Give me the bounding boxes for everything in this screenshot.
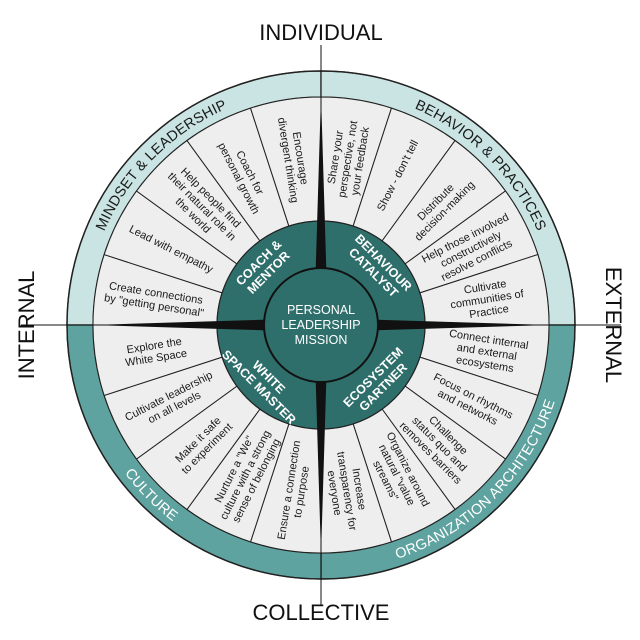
segment: Distributedecision-making xyxy=(381,139,507,265)
segment: Help people findtheir natural role inthe… xyxy=(135,139,261,265)
axis-label-bottom: COLLECTIVE xyxy=(253,600,390,625)
center-line: MISSION xyxy=(295,333,348,347)
axis-label-right: EXTERNAL xyxy=(601,267,626,383)
segment-ring: Create connectionsby "getting personal" L… xyxy=(92,96,550,554)
segment: Connect internaland externalecosystems xyxy=(419,324,550,397)
segment: Ensure a connectionto purpose xyxy=(249,423,322,554)
axis-labels: INDIVIDUAL COLLECTIVE INTERNAL EXTERNAL xyxy=(14,20,626,625)
segment: Cultivatecommunities ofPractice xyxy=(419,253,550,326)
center-line: LEADERSHIP xyxy=(281,318,360,332)
center-disc xyxy=(263,267,379,383)
axis-label-top: INDIVIDUAL xyxy=(259,20,382,45)
segment-text: Share yourperspective, notyour feedback xyxy=(324,118,373,200)
axis-label-left: INTERNAL xyxy=(14,271,39,380)
segment-text: Create connectionsby "getting personal" xyxy=(103,280,206,320)
center-line: PERSONAL xyxy=(287,303,355,317)
segment: Share yourperspective, notyour feedback xyxy=(320,96,393,227)
segment: Explore theWhite Space xyxy=(92,324,223,397)
segment: Increasetransparency foreveryone xyxy=(320,423,393,554)
